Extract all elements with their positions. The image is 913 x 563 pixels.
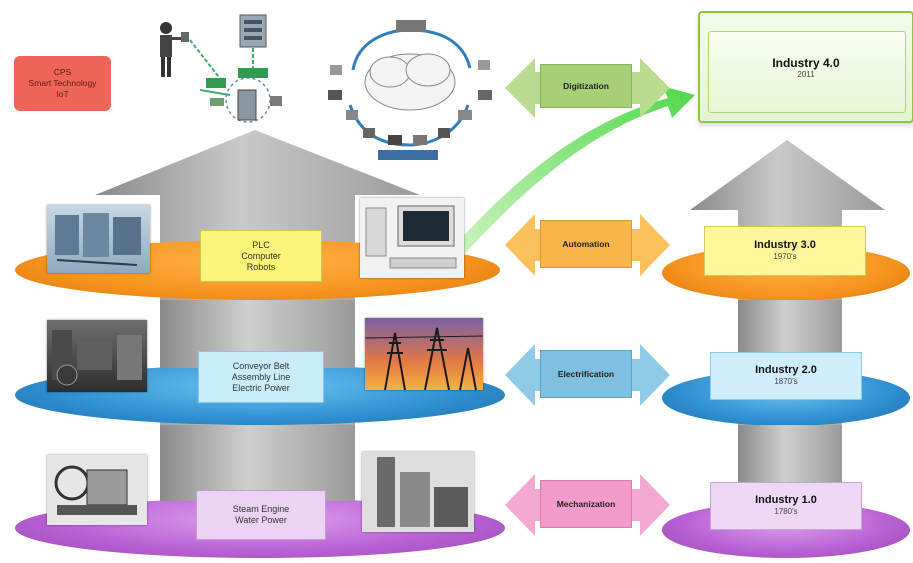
assembly-line-photo — [47, 320, 147, 392]
computer-photo — [360, 198, 464, 278]
industry-3-year: 1970's — [773, 252, 797, 261]
industry-4-title: Industry 4.0 — [772, 56, 840, 70]
smart-factory-illustration — [160, 14, 282, 123]
level1-box: Steam Engine Water Power — [196, 490, 326, 540]
industry-2-year: 1870's — [774, 377, 798, 386]
level1-line-2: Water Power — [235, 515, 287, 525]
industry-1-title: Industry 1.0 — [755, 494, 817, 506]
industry-3-box: Industry 3.0 1970's — [704, 226, 866, 276]
level1-line-1: Steam Engine — [232, 504, 290, 514]
cps-line-1: CPS — [53, 67, 72, 77]
factory-machine-photo — [362, 452, 474, 532]
industry-2-title: Industry 2.0 — [755, 364, 817, 376]
level3-line-3: Robots — [246, 261, 276, 272]
column-seg-2 — [160, 425, 355, 501]
industry-4-year: 2011 — [797, 70, 815, 79]
mechanization-label: Mechanization — [540, 480, 632, 528]
steam-engine-photo — [47, 455, 147, 525]
industry-3-title: Industry 3.0 — [754, 239, 816, 251]
digitization-text: Digitization — [563, 81, 609, 91]
level2-line-3: Electric Power — [232, 382, 290, 393]
digitization-label: Digitization — [540, 64, 632, 108]
level3-line-2: Computer — [241, 250, 281, 261]
mechanization-text: Mechanization — [556, 499, 616, 509]
cps-box: CPS Smart Technology IoT — [14, 56, 111, 111]
industry-1-box: Industry 1.0 1780's — [710, 482, 862, 530]
power-lines-photo — [365, 318, 483, 390]
automation-text: Automation — [562, 239, 610, 249]
industry-4-text: Industry 4.0 2011 — [708, 49, 904, 89]
cps-line-2: Smart Technology — [28, 78, 97, 88]
industry-1-year: 1780's — [774, 507, 798, 516]
level3-box: PLC Computer Robots — [200, 230, 322, 282]
electrification-label: Electrification — [540, 350, 632, 398]
level2-line-1: Conveyor Belt — [232, 360, 290, 371]
green-curved-arrow — [440, 86, 695, 268]
automation-label: Automation — [540, 220, 632, 268]
level2-box: Conveyor Belt Assembly Line Electric Pow… — [198, 351, 324, 403]
industry-4-box: Industry 4.0 2011 — [698, 11, 913, 123]
industry-2-box: Industry 2.0 1870's — [710, 352, 862, 400]
cloud-network-illustration — [328, 20, 492, 160]
plc-cabinet-photo — [47, 205, 150, 273]
level2-line-2: Assembly Line — [231, 371, 291, 382]
electrification-text: Electrification — [557, 369, 615, 379]
cps-line-3: IoT — [56, 89, 69, 99]
level3-line-1: PLC — [252, 239, 270, 250]
industry-4-inner — [708, 31, 906, 113]
